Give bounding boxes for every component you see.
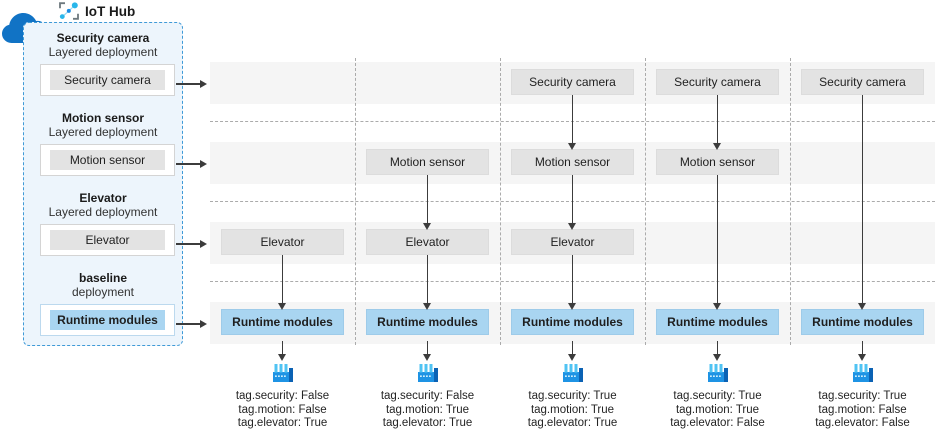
- section-title: Motion sensor: [61, 111, 144, 125]
- down-arrow: [714, 341, 721, 361]
- tag-line: tag.motion: True: [675, 403, 760, 416]
- down-arrow: [424, 255, 431, 310]
- tag-line: tag.security: False: [380, 390, 475, 402]
- tag-line: tag.security: True: [528, 390, 617, 402]
- deployment-box: Runtime modules: [40, 304, 175, 336]
- down-arrow: [569, 175, 576, 230]
- tag-line: tag.motion: False: [818, 403, 907, 416]
- device-box-elevator: Elevator: [221, 229, 344, 255]
- device-box-security: Security camera: [511, 69, 634, 95]
- section-subtitle: Layered deployment: [48, 205, 158, 219]
- down-arrow: [424, 175, 431, 230]
- tag-line: tag.security: True: [673, 390, 762, 402]
- column-separator: [645, 58, 646, 345]
- deployment-box-label: Motion sensor: [50, 150, 165, 170]
- deployment-box: Motion sensor: [40, 144, 175, 176]
- down-arrow: [859, 341, 866, 361]
- down-arrow: [859, 95, 866, 310]
- factory-icon: [560, 362, 586, 384]
- right-arrow: [176, 320, 207, 327]
- device-box-security: Security camera: [656, 69, 779, 95]
- runtime-box: Runtime modules: [511, 309, 634, 335]
- down-arrow: [279, 341, 286, 361]
- deployment-box-label: Elevator: [50, 230, 165, 250]
- tag-line: tag.elevator: True: [382, 417, 473, 429]
- tag-line: tag.security: True: [818, 390, 907, 402]
- right-arrow: [176, 160, 207, 167]
- right-arrow: [176, 240, 207, 247]
- device-box-elevator: Elevator: [511, 229, 634, 255]
- column-separator: [790, 58, 791, 345]
- down-arrow: [279, 255, 286, 310]
- iot-hub-title: IoT Hub: [85, 4, 136, 19]
- tag-line: tag.elevator: True: [527, 417, 618, 429]
- device-box-motion: Motion sensor: [366, 149, 489, 175]
- deployment-box-label: Runtime modules: [50, 310, 165, 330]
- factory-icon: [415, 362, 441, 384]
- section-title: Elevator: [79, 191, 127, 205]
- down-arrow: [569, 255, 576, 310]
- runtime-box: Runtime modules: [366, 309, 489, 335]
- tag-line: tag.motion: False: [238, 403, 327, 416]
- factory-icon: [270, 362, 296, 384]
- right-arrow: [176, 80, 207, 87]
- tag-line: tag.motion: True: [530, 403, 615, 416]
- device-box-security: Security camera: [801, 69, 924, 95]
- runtime-box: Runtime modules: [801, 309, 924, 335]
- down-arrow: [569, 341, 576, 361]
- column-separator: [355, 58, 356, 345]
- factory-icon: [850, 362, 876, 384]
- factory-icon: [705, 362, 731, 384]
- down-arrow: [569, 95, 576, 150]
- tag-line: tag.elevator: False: [815, 417, 910, 429]
- device-box-elevator: Elevator: [366, 229, 489, 255]
- tag-line: tag.elevator: True: [237, 417, 328, 429]
- deployment-box-label: Security camera: [50, 70, 165, 90]
- column-separator: [500, 58, 501, 345]
- down-arrow: [714, 95, 721, 150]
- tag-line: tag.elevator: False: [670, 417, 765, 429]
- section-subtitle: deployment: [71, 285, 135, 299]
- section-title: Security camera: [56, 31, 150, 45]
- section-title: baseline: [78, 271, 128, 285]
- tag-line: tag.security: False: [235, 390, 330, 402]
- iot-hub-icon: [59, 2, 79, 20]
- device-box-motion: Motion sensor: [656, 149, 779, 175]
- section-subtitle: Layered deployment: [48, 125, 158, 139]
- device-box-motion: Motion sensor: [511, 149, 634, 175]
- down-arrow: [714, 175, 721, 310]
- runtime-box: Runtime modules: [656, 309, 779, 335]
- section-subtitle: Layered deployment: [48, 45, 158, 59]
- runtime-box: Runtime modules: [221, 309, 344, 335]
- down-arrow: [424, 341, 431, 361]
- tag-line: tag.motion: True: [385, 403, 470, 416]
- deployment-box: Security camera: [40, 64, 175, 96]
- deployment-box: Elevator: [40, 224, 175, 256]
